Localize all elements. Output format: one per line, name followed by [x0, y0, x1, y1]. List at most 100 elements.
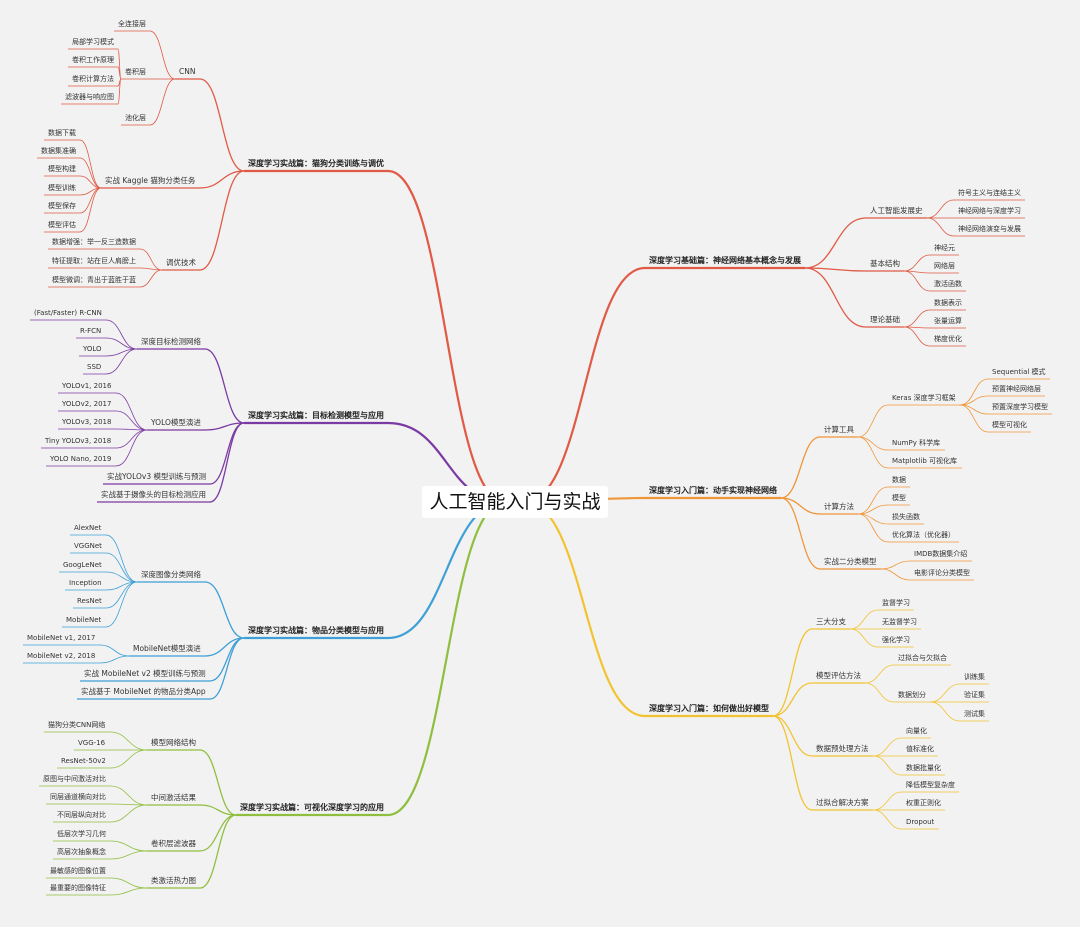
mindmap-node[interactable]: CNN: [179, 67, 196, 76]
mindmap-node[interactable]: YOLO模型演进: [151, 418, 201, 427]
mindmap-node[interactable]: 实战 MobileNet v2 模型训练与预测: [84, 669, 206, 678]
mindmap-node[interactable]: 最重要的图像特征: [50, 884, 106, 892]
mindmap-node[interactable]: Matplotlib 可视化库: [892, 457, 958, 465]
mindmap-node[interactable]: 理论基础: [870, 315, 900, 324]
mindmap-node[interactable]: 向量化: [906, 727, 927, 735]
mindmap-node[interactable]: 同层通道横向对比: [50, 793, 106, 801]
mindmap-node[interactable]: 模型训练: [48, 184, 76, 192]
mindmap-node[interactable]: 优化算法（优化器）: [892, 531, 955, 539]
mindmap-node[interactable]: 三大分支: [816, 617, 846, 626]
mindmap-node[interactable]: 实战YOLOv3 模型训练与预测: [107, 472, 206, 481]
mindmap-node[interactable]: GoogLeNet: [63, 561, 102, 569]
mindmap-node[interactable]: 深度学习实战篇：目标检测模型与应用: [248, 411, 384, 420]
mindmap-node[interactable]: 池化层: [125, 114, 146, 122]
mindmap-node[interactable]: 模型网络结构: [151, 738, 196, 747]
mindmap-node[interactable]: 符号主义与连结主义: [958, 189, 1021, 197]
mindmap-node[interactable]: 深度学习实战篇：可视化深度学习的应用: [240, 803, 384, 812]
mindmap-node[interactable]: 神经元: [934, 244, 955, 252]
mindmap-node[interactable]: 测试集: [964, 710, 985, 718]
mindmap-node[interactable]: (Fast/Faster) R-CNN: [34, 309, 102, 317]
mindmap-node[interactable]: 降低模型复杂度: [906, 781, 955, 789]
mindmap-node[interactable]: 数据批量化: [906, 764, 941, 772]
mindmap-node[interactable]: 模型评估方法: [816, 671, 861, 680]
mindmap-node[interactable]: R-FCN: [80, 327, 102, 335]
mindmap-node[interactable]: 张量运算: [934, 317, 962, 325]
mindmap-node[interactable]: YOLOv1, 2016: [62, 382, 112, 390]
mindmap-node[interactable]: 权重正则化: [906, 799, 941, 807]
mindmap-node[interactable]: 过拟合解决方案: [816, 798, 869, 807]
mindmap-node[interactable]: 神经网络演变与发展: [958, 225, 1021, 233]
mindmap-node[interactable]: MobileNet模型演进: [133, 644, 201, 653]
mindmap-node[interactable]: 卷积层滤波器: [151, 839, 196, 848]
mindmap-node[interactable]: 原图与中间激活对比: [43, 775, 106, 783]
mindmap-node[interactable]: VGG-16: [78, 739, 106, 747]
mindmap-node[interactable]: 数据下载: [48, 129, 76, 137]
mindmap-node[interactable]: Tiny YOLOv3, 2018: [45, 437, 112, 445]
mindmap-node[interactable]: 模型构建: [48, 165, 76, 173]
mindmap-node[interactable]: 数据增强：举一反三造数据: [52, 238, 136, 246]
mindmap-node[interactable]: 模型保存: [48, 202, 76, 210]
central-topic[interactable]: 人工智能入门与实战: [422, 486, 608, 518]
mindmap-node[interactable]: 预置神经网络层: [992, 385, 1041, 393]
mindmap-node[interactable]: 低层次学习几何: [57, 830, 106, 838]
mindmap-node[interactable]: 卷积计算方法: [72, 75, 114, 83]
mindmap-node[interactable]: 数据预处理方法: [816, 744, 869, 753]
mindmap-node[interactable]: YOLO Nano, 2019: [50, 455, 112, 463]
mindmap-node[interactable]: 局部学习模式: [72, 38, 114, 46]
mindmap-node[interactable]: ResNet-50v2: [61, 757, 106, 765]
mindmap-node[interactable]: 神经网络与深度学习: [958, 207, 1021, 215]
mindmap-node[interactable]: 深度学习实战篇：猫狗分类训练与调优: [248, 159, 384, 168]
mindmap-node[interactable]: 强化学习: [882, 636, 910, 644]
mindmap-node[interactable]: 训练集: [964, 673, 985, 681]
mindmap-node[interactable]: ResNet: [77, 597, 102, 605]
mindmap-node[interactable]: 深度学习入门篇：如何做出好模型: [649, 704, 769, 713]
mindmap-node[interactable]: 类激活热力图: [151, 876, 196, 885]
mindmap-node[interactable]: 数据划分: [898, 691, 926, 699]
mindmap-node[interactable]: 模型: [892, 494, 906, 502]
mindmap-node[interactable]: 预置深度学习模型: [992, 403, 1048, 411]
mindmap-node[interactable]: 深度目标检测网络: [141, 337, 201, 346]
mindmap-node[interactable]: 深度学习实战篇：物品分类模型与应用: [248, 626, 384, 635]
mindmap-node[interactable]: 验证集: [964, 691, 985, 699]
mindmap-node[interactable]: 深度学习入门篇：动手实现神经网络: [649, 486, 777, 495]
mindmap-node[interactable]: 损失函数: [892, 513, 920, 521]
mindmap-node[interactable]: 卷积工作原理: [72, 56, 114, 64]
mindmap-node[interactable]: 最敏感的图像位置: [50, 867, 106, 875]
mindmap-node[interactable]: 滤波器与响应图: [65, 93, 114, 101]
mindmap-node[interactable]: 模型微调：青出于蓝胜于蓝: [52, 276, 136, 284]
mindmap-node[interactable]: Inception: [69, 579, 102, 587]
mindmap-node[interactable]: NumPy 科学库: [892, 439, 941, 447]
mindmap-node[interactable]: MobileNet v2, 2018: [27, 652, 96, 660]
mindmap-node[interactable]: 数据集准确: [41, 147, 76, 155]
mindmap-node[interactable]: 实战基于摄像头的目标检测应用: [101, 490, 206, 499]
mindmap-node[interactable]: 实战二分类模型: [824, 557, 877, 566]
mindmap-node[interactable]: 无监督学习: [882, 618, 917, 626]
mindmap-node[interactable]: 模型评估: [48, 221, 76, 229]
mindmap-node[interactable]: SSD: [87, 363, 102, 371]
mindmap-node[interactable]: YOLOv3, 2018: [62, 418, 112, 426]
mindmap-node[interactable]: 梯度优化: [934, 335, 962, 343]
mindmap-node[interactable]: 实战 Kaggle 猫狗分类任务: [105, 176, 196, 185]
mindmap-node[interactable]: YOLOv2, 2017: [62, 400, 112, 408]
mindmap-node[interactable]: 人工智能发展史: [870, 206, 923, 215]
mindmap-node[interactable]: AlexNet: [74, 524, 102, 532]
mindmap-node[interactable]: 数据: [892, 476, 906, 484]
mindmap-node[interactable]: 中间激活结果: [151, 793, 196, 802]
mindmap-node[interactable]: 深度图像分类网络: [141, 570, 201, 579]
mindmap-node[interactable]: 数据表示: [934, 299, 962, 307]
mindmap-node[interactable]: 值标准化: [906, 745, 934, 753]
mindmap-node[interactable]: 基本结构: [870, 259, 900, 268]
mindmap-node[interactable]: 实战基于 MobileNet 的物品分类App: [81, 687, 206, 696]
mindmap-node[interactable]: Dropout: [906, 818, 935, 826]
mindmap-node[interactable]: Sequential 模式: [992, 368, 1046, 376]
mindmap-node[interactable]: 监督学习: [882, 599, 910, 607]
mindmap-node[interactable]: IMDB数据集介绍: [914, 550, 968, 558]
mindmap-node[interactable]: 模型可视化: [992, 421, 1027, 429]
mindmap-node[interactable]: 计算方法: [824, 502, 854, 511]
mindmap-node[interactable]: VGGNet: [74, 542, 102, 550]
mindmap-node[interactable]: 网络层: [934, 262, 955, 270]
mindmap-node[interactable]: MobileNet: [66, 616, 102, 624]
mindmap-node[interactable]: YOLO: [83, 345, 102, 353]
mindmap-node[interactable]: 调优技术: [166, 258, 196, 267]
mindmap-node[interactable]: 不同层纵向对比: [57, 811, 106, 819]
